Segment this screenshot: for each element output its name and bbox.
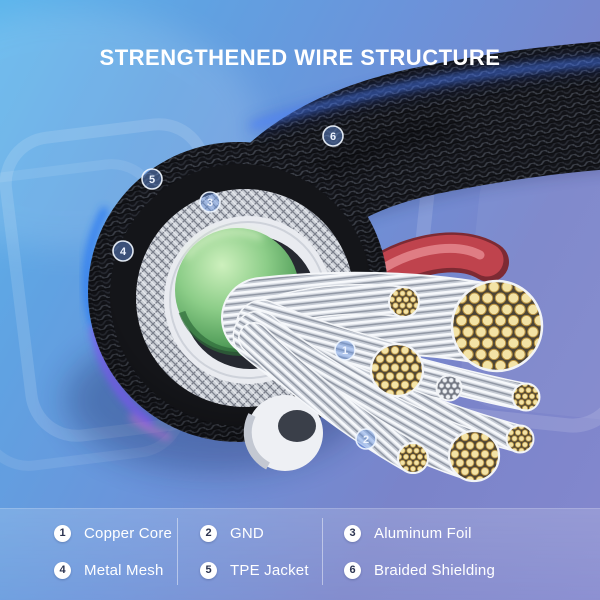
callout-2: 2 — [355, 428, 377, 450]
callout-6: 6 — [322, 125, 344, 147]
callout-6-number: 6 — [330, 131, 336, 143]
callout-5: 5 — [141, 168, 163, 190]
legend-item-gnd: 2 GND — [200, 524, 264, 542]
page-title: STRENGTHENED WIRE STRUCTURE — [99, 45, 501, 70]
gnd-bundle-face — [435, 374, 463, 402]
legend-label-metal-mesh: Metal Mesh — [84, 561, 164, 579]
copper-bundle-faces — [369, 279, 544, 483]
legend-item-copper-core: 1 Copper Core — [54, 524, 172, 542]
callout-3-number: 3 — [207, 197, 213, 209]
legend-label-gnd: GND — [230, 524, 264, 542]
callout-4-number: 4 — [120, 246, 127, 258]
legend-band — [0, 508, 600, 600]
legend-badge-6: 6 — [344, 561, 361, 579]
legend-label-aluminum-foil: Aluminum Foil — [374, 524, 472, 542]
legend-badge-5: 5 — [200, 561, 217, 579]
callout-4: 4 — [112, 240, 134, 262]
legend-item-braided-shielding: 6 Braided Shielding — [344, 561, 495, 579]
legend-badge-4: 4 — [54, 561, 71, 579]
legend-divider-2 — [322, 518, 323, 585]
callout-3: 3 — [199, 191, 221, 213]
callout-1-number: 1 — [342, 345, 348, 357]
legend-item-aluminum-foil: 3 Aluminum Foil — [344, 524, 472, 542]
legend-label-braided-shielding: Braided Shielding — [374, 561, 495, 579]
legend-label-copper-core: Copper Core — [84, 524, 173, 542]
legend-divider-1 — [177, 518, 178, 585]
legend-label-tpe-jacket: TPE Jacket — [230, 561, 309, 579]
legend-item-tpe-jacket: 5 TPE Jacket — [200, 561, 309, 579]
legend-item-metal-mesh: 4 Metal Mesh — [54, 561, 164, 579]
legend-badge-2: 2 — [200, 524, 217, 542]
legend-badge-3: 3 — [344, 524, 361, 542]
callout-1: 1 — [334, 339, 356, 361]
callout-2-number: 2 — [363, 434, 369, 446]
legend-badge-1: 1 — [54, 524, 71, 542]
callout-5-number: 5 — [149, 174, 155, 186]
white-tube — [243, 395, 323, 471]
